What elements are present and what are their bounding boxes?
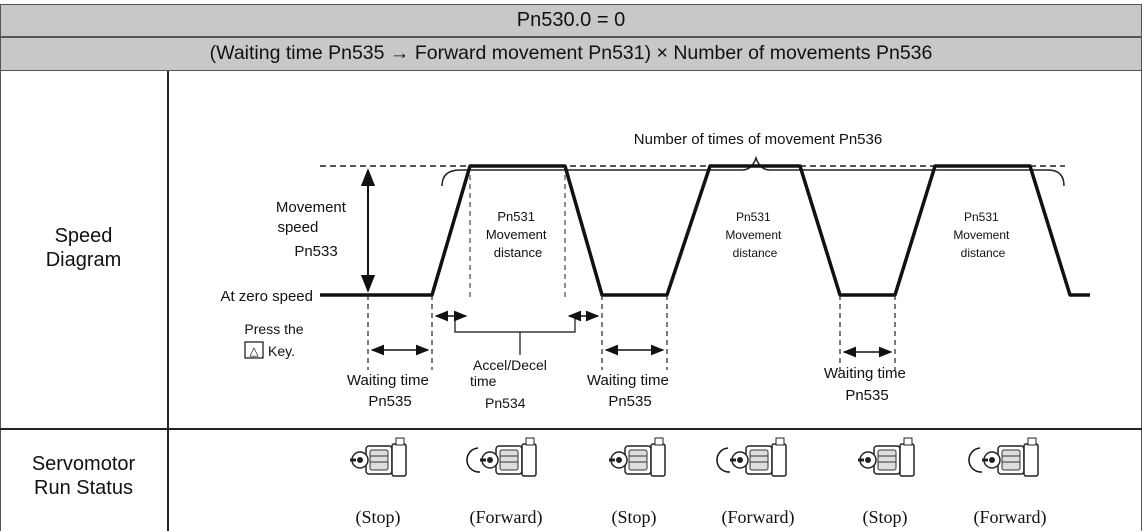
trap-label-3: Pn531 Movement distance [953, 210, 1012, 260]
speed-diagram-label: Speed Diagram [0, 224, 167, 272]
accel-decel-bracket [454, 316, 576, 355]
status-5: (Stop) [863, 507, 908, 528]
speed-label-line1: Speed [54, 225, 113, 247]
servomotor-icon [478, 436, 538, 478]
speed-profile-line [320, 164, 1090, 297]
speed-label-line2: Diagram [45, 249, 122, 271]
press-the-label: Press the [244, 321, 303, 337]
trap-label-2: Pn531 Movement distance [725, 210, 784, 260]
status-1: (Stop) [356, 507, 401, 528]
zero-speed-label: At zero speed [220, 288, 313, 305]
trap-label-1: Pn531 Movement distance [486, 209, 550, 260]
servomotor-status-label: Servomotor Run Status [0, 452, 167, 500]
servo-label-line2: Run Status [34, 477, 133, 499]
up-key-icon [244, 341, 264, 359]
status-3: (Stop) [612, 507, 657, 528]
time-markers [367, 295, 896, 370]
status-2: (Forward) [470, 507, 543, 528]
header-title: Pn530.0 = 0 [0, 4, 1142, 37]
speed-label-text: Movement speed Pn533 [276, 199, 350, 260]
speed-label-3: Pn533 [294, 243, 337, 260]
servomotor-icon [348, 436, 408, 478]
movement-count-brace [441, 155, 1065, 187]
status-4: (Forward) [722, 507, 795, 528]
rotation-arrows [466, 447, 983, 473]
servomotor-icon [728, 436, 788, 478]
header-subtitle: (Waiting time Pn535 → Forward movement P… [0, 37, 1142, 71]
movement-count-label: Number of times of movement Pn536 [634, 131, 882, 148]
servomotor-icon [607, 436, 667, 478]
status-6: (Forward) [974, 507, 1047, 528]
up-key-glyph: △ [249, 344, 259, 358]
servomotor-icon [980, 436, 1040, 478]
key-label: Key. [268, 343, 295, 359]
wait-label-2: Waiting time Pn535 [587, 372, 673, 410]
speed-label-1: Movement [276, 199, 347, 216]
servo-label-line1: Servomotor [31, 453, 136, 475]
wait-label-1: Waiting time Pn535 [347, 372, 433, 410]
wait-label-3: Waiting time Pn535 [824, 365, 910, 404]
accel-decel-label: Accel/Decel time Pn534 [470, 357, 551, 411]
servomotor-icon [856, 436, 916, 478]
servomotor-icons [348, 436, 1040, 478]
column-divider [167, 71, 169, 531]
row-divider [0, 428, 1142, 430]
speed-label-2: speed [277, 219, 318, 236]
